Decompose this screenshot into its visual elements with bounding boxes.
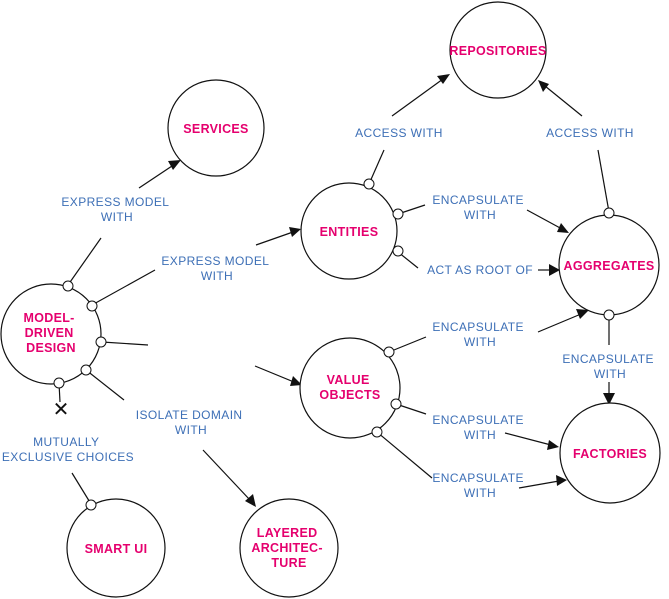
edge-label-valueobjects-factories-2: ENCAPSULATE WITH bbox=[432, 471, 527, 500]
edge-line-mdd-smartui-bottom bbox=[71, 472, 92, 505]
edge-line-valueobjects-aggregates-arrow bbox=[537, 313, 582, 333]
edge-line-vo2-factories bbox=[376, 431, 433, 479]
edge-line-mdd-layered-arrow bbox=[202, 449, 251, 501]
ports bbox=[53, 178, 615, 511]
node-services[interactable]: SERVICES bbox=[167, 79, 265, 177]
arrowhead-aggregates-root bbox=[549, 264, 560, 276]
edge-line-entities-repositories bbox=[368, 149, 385, 185]
port-vo-factories bbox=[390, 398, 402, 410]
port-entities-repositories bbox=[363, 178, 375, 190]
mutual-exclusion-x-icon: ✕ bbox=[53, 397, 70, 421]
node-factories-circle bbox=[559, 402, 661, 504]
edge-line-valueobjects-aggregates bbox=[388, 336, 427, 353]
node-model-driven-design[interactable]: MODEL- DRIVEN DESIGN bbox=[0, 283, 102, 385]
node-layered-architecture[interactable]: LAYERED ARCHITEC- TURE bbox=[239, 498, 339, 598]
node-aggregates[interactable]: AGGREGATES bbox=[558, 214, 660, 316]
edge-line-entities-repositories-arrow bbox=[391, 78, 444, 117]
edge-label-entities-aggregates-root: ACT AS ROOT OF bbox=[427, 263, 533, 277]
node-value-objects-label: VALUE OBJECTS bbox=[319, 373, 380, 402]
edge-line-mdd-entities-arrow bbox=[255, 231, 294, 246]
arrowhead-factories-low bbox=[556, 475, 567, 486]
arrowhead-aggregates-vo bbox=[576, 309, 589, 319]
edge-line-vo2-factories-arrow bbox=[518, 480, 560, 489]
port-mdd-services bbox=[62, 280, 74, 292]
edge-label-entities-repositories: ACCESS WITH bbox=[355, 126, 443, 140]
edge-line-mdd-valueobjects-arrow bbox=[254, 365, 295, 383]
node-smart-ui-label: SMART UI bbox=[85, 542, 148, 556]
edge-label-entities-aggregates-encap: ENCAPSULATE WITH bbox=[432, 193, 527, 222]
node-smart-ui[interactable]: SMART UI bbox=[66, 498, 166, 598]
node-model-driven-design-circle bbox=[0, 283, 102, 385]
node-layered-architecture-circle bbox=[239, 498, 339, 598]
edge-label-aggregates-repositories: ACCESS WITH bbox=[546, 126, 634, 140]
node-value-objects[interactable]: VALUE OBJECTS bbox=[299, 337, 401, 439]
edge-line-mdd-entities bbox=[91, 269, 156, 306]
port-mdd-layered bbox=[80, 364, 92, 376]
node-entities-circle bbox=[300, 182, 398, 280]
edge-line-mdd-valueobjects bbox=[101, 341, 149, 346]
edge-line-valueobjects-factories-arrow bbox=[504, 432, 552, 446]
port-entities-root bbox=[392, 245, 404, 257]
node-smart-ui-circle bbox=[66, 498, 166, 598]
edge-line-entities-aggregates-encap-arrow bbox=[526, 209, 563, 230]
edge-label-mdd-layered: ISOLATE DOMAIN WITH bbox=[136, 408, 246, 437]
arrowhead-factories-top bbox=[603, 393, 615, 405]
port-entities-encap bbox=[392, 208, 404, 220]
edge-label-valueobjects-factories-1: ENCAPSULATE WITH bbox=[432, 413, 527, 442]
edge-line-mdd-services bbox=[67, 237, 102, 286]
node-services-circle bbox=[167, 79, 265, 177]
edge-label-aggregates-factories: ENCAPSULATE WITH bbox=[562, 352, 657, 381]
port-mdd-entities bbox=[86, 300, 98, 312]
edge-label-mdd-entities: EXPRESS MODEL WITH bbox=[161, 254, 272, 283]
port-mdd-smartui bbox=[53, 377, 65, 389]
node-factories[interactable]: FACTORIES bbox=[559, 402, 661, 504]
node-repositories-circle bbox=[449, 1, 547, 99]
arrowhead-layered bbox=[245, 494, 256, 507]
node-services-label: SERVICES bbox=[183, 122, 248, 136]
port-aggregates-repositories bbox=[603, 207, 615, 219]
arrowhead-services bbox=[168, 160, 181, 170]
arrowhead-aggregates-encap bbox=[557, 223, 569, 233]
port-smartui-top bbox=[85, 499, 97, 511]
edge-label-mdd-smartui: MUTUALLY EXCLUSIVE CHOICES bbox=[2, 435, 134, 464]
arrowhead-repositories-right bbox=[538, 80, 549, 92]
edge-line-aggregates-repositories-arrow bbox=[544, 85, 583, 117]
port-vo-aggregates bbox=[383, 346, 395, 358]
node-entities-label: ENTITIES bbox=[320, 225, 379, 239]
arrowhead-entities bbox=[289, 227, 301, 237]
edge-line-mdd-layered bbox=[85, 369, 125, 401]
port-vo-factories-2 bbox=[371, 426, 383, 438]
edge-line-mdd-services-arrow bbox=[138, 163, 176, 189]
port-mdd-valueobjects bbox=[95, 336, 107, 348]
edge-label-valueobjects-aggregates: ENCAPSULATE WITH bbox=[432, 320, 527, 349]
node-repositories[interactable]: REPOSITORIES bbox=[449, 1, 547, 99]
node-repositories-label: REPOSITORIES bbox=[449, 44, 546, 58]
node-value-objects-circle bbox=[299, 337, 401, 439]
node-aggregates-label: AGGREGATES bbox=[564, 259, 655, 273]
node-model-driven-design-label: MODEL- DRIVEN DESIGN bbox=[24, 311, 79, 355]
arrowhead-factories-mid bbox=[547, 440, 559, 450]
node-factories-label: FACTORIES bbox=[573, 447, 647, 461]
edge-label-mdd-services: EXPRESS MODEL WITH bbox=[61, 195, 172, 224]
arrowhead-value-objects bbox=[290, 376, 302, 386]
node-layered-architecture-label: LAYERED ARCHITEC- TURE bbox=[251, 526, 326, 570]
arrowhead-repositories-left bbox=[437, 74, 450, 84]
port-aggregates-factories bbox=[603, 309, 615, 321]
edge-line-aggregates-repositories bbox=[597, 149, 610, 213]
node-entities[interactable]: ENTITIES bbox=[300, 182, 398, 280]
